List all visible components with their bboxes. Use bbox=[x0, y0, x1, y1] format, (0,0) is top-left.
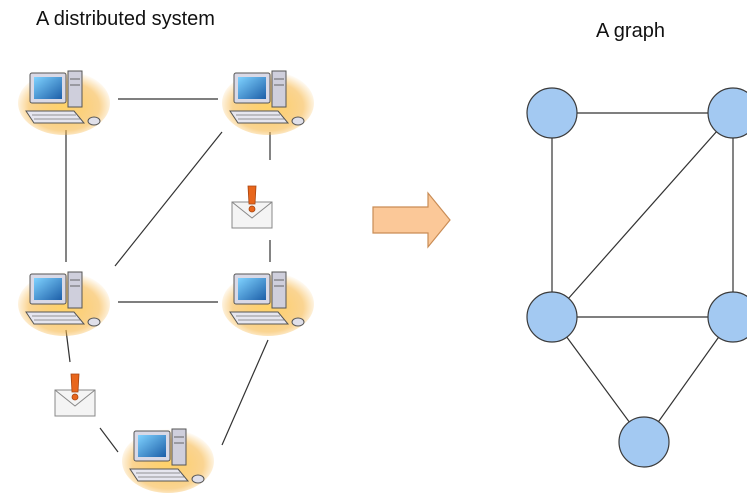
graph-title: A graph bbox=[596, 20, 665, 42]
envelope-message-icon bbox=[54, 373, 96, 417]
graph-node bbox=[707, 87, 747, 139]
graph-edges bbox=[551, 112, 734, 443]
link-diagonal bbox=[114, 131, 223, 267]
transform-arrow-icon bbox=[372, 191, 451, 249]
graph-node bbox=[526, 87, 578, 139]
computer-icon bbox=[221, 271, 315, 337]
graph-node bbox=[526, 291, 578, 343]
edge-diagonal bbox=[551, 112, 734, 318]
computer-icon bbox=[221, 70, 315, 136]
graph-node bbox=[618, 416, 670, 468]
edge-left-bottom bbox=[551, 316, 645, 443]
computer-icon bbox=[121, 428, 215, 494]
link-left-bottom bbox=[99, 427, 119, 453]
link-right-bottom-diag bbox=[221, 339, 269, 446]
network-links bbox=[65, 98, 271, 453]
graph-nodes bbox=[526, 87, 747, 468]
computer-icon bbox=[17, 271, 111, 337]
graph-node bbox=[707, 291, 747, 343]
distributed-system-title: A distributed system bbox=[36, 8, 215, 30]
envelope-message-icon bbox=[231, 185, 273, 229]
computer-icon bbox=[17, 70, 111, 136]
